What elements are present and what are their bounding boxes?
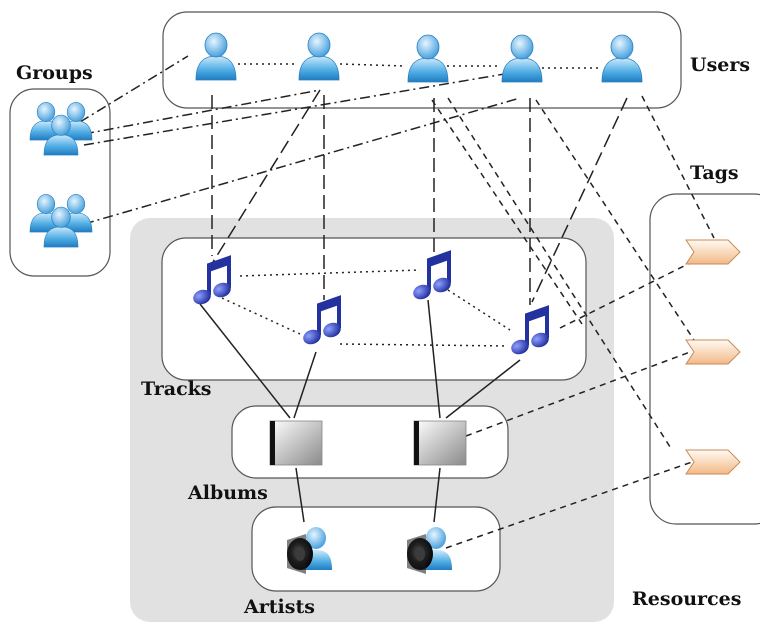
artists-label: Artists: [244, 596, 315, 618]
tags-label: Tags: [690, 162, 739, 184]
albums-label: Albums: [188, 482, 268, 504]
album-1-icon: [269, 420, 323, 466]
tag-1-icon: [685, 239, 741, 265]
tracks-label: Tracks: [141, 378, 212, 400]
tag-2-icon: [685, 339, 741, 365]
user-user-edges: [238, 63, 600, 69]
groups-label: Groups: [16, 62, 93, 84]
group-user-edges: [79, 55, 541, 225]
user-tag-edges: [431, 95, 715, 549]
track-track-edges: [221, 269, 511, 347]
resources-label: Resources: [632, 588, 742, 610]
solid-edges: [199, 299, 521, 523]
album-2-icon: [413, 420, 467, 466]
tag-3-icon: [685, 449, 741, 475]
user-track-edges: [211, 89, 628, 305]
tracks-box: [161, 237, 587, 381]
users-label: Users: [690, 54, 751, 76]
